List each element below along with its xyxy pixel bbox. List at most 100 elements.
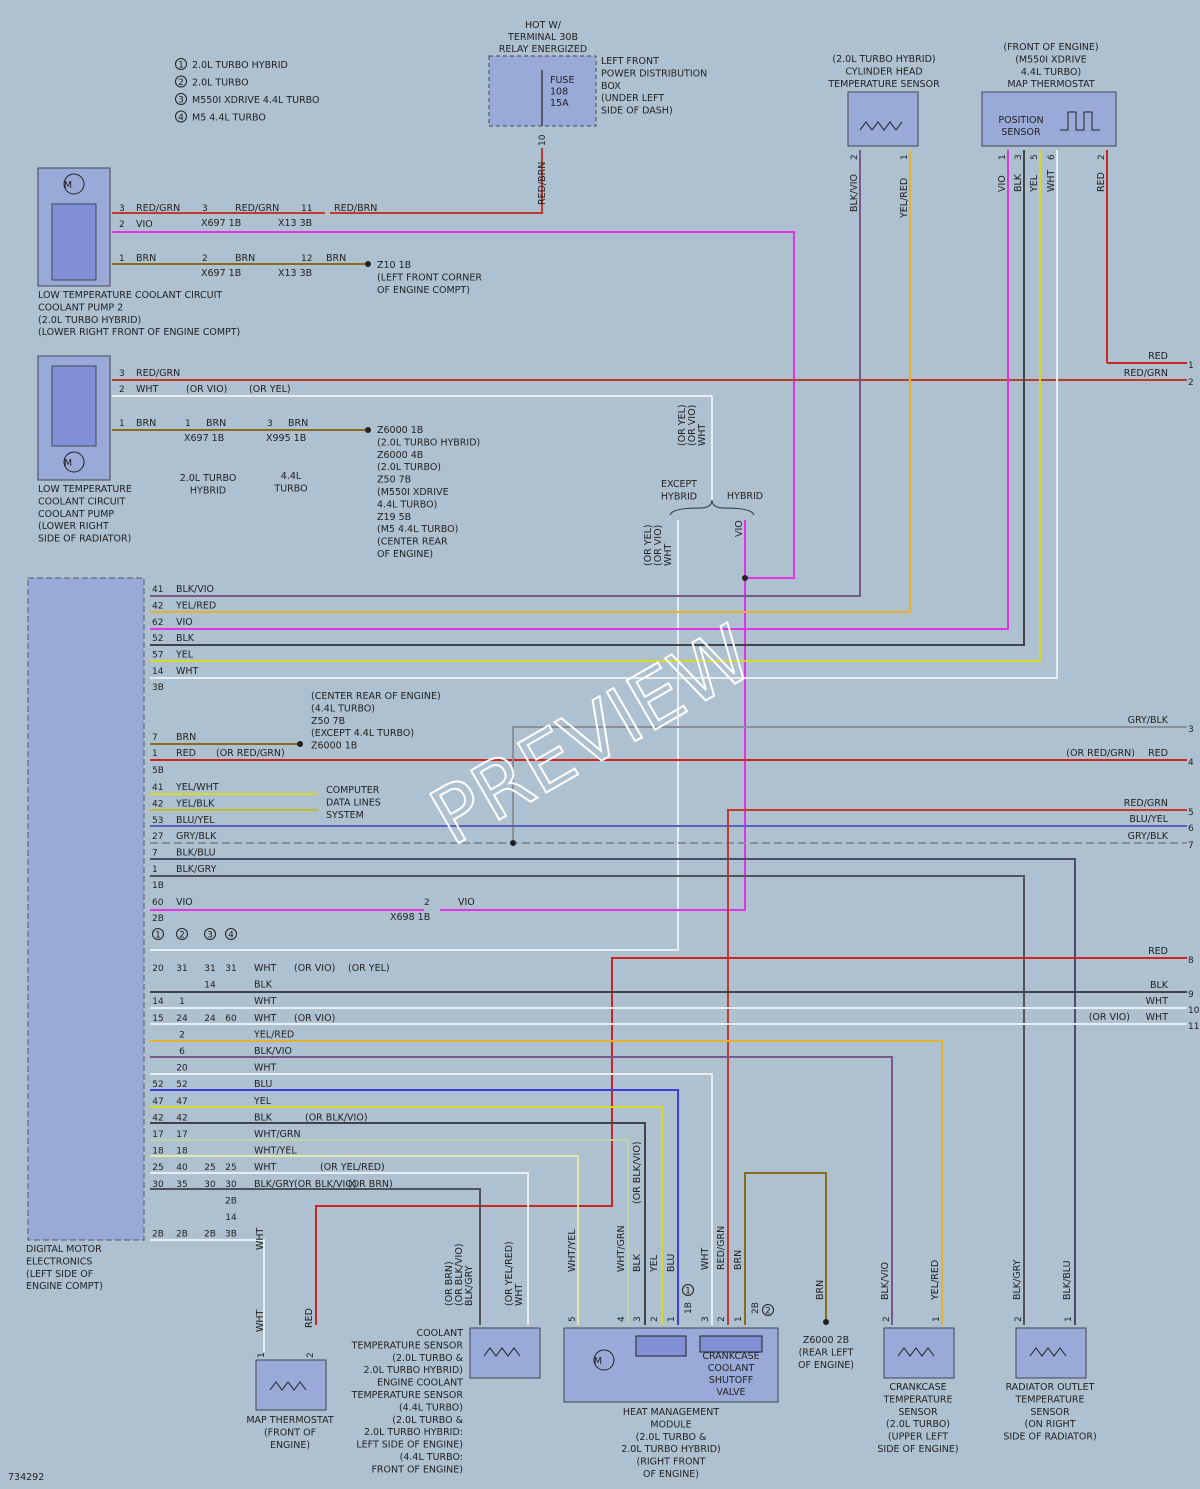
coolant-sensor-body: [469, 1327, 541, 1379]
legend-number-2-circle: [175, 93, 187, 105]
ground-z6000-1b-top: [365, 427, 371, 433]
dme-row-b-alt-1: (OR RED/GRN): [216, 748, 285, 759]
coolant-sensor-wire-2-1: WHT: [514, 1283, 525, 1306]
pump1-x995-note-line-0: 4.4L: [281, 471, 302, 482]
dme-grid-alt-0-0: (OR VIO): [294, 963, 335, 974]
map-thermostat-top-pin-1: 3: [1014, 154, 1024, 160]
pump1-ground-line-8: (M5 4.4L TURBO): [377, 524, 458, 535]
crankcase-sensor-wire-0: BLK/VIO: [880, 1262, 891, 1300]
dme-grid-r10-c0: 17: [152, 1130, 163, 1140]
dme-grid-wire-1: BLK: [254, 980, 273, 991]
radiator-sensor-pin-0: 2: [1014, 1316, 1024, 1322]
dme-row-c-wire-4: BLK/BLU: [176, 848, 216, 859]
wire-dme-62-vio: [150, 150, 1009, 630]
heat-module-valve-wire-0: WHT: [700, 1247, 711, 1270]
heat-module-conn-1b: 1B: [684, 1302, 694, 1314]
dme-grid-wire-5: BLK/VIO: [254, 1046, 292, 1057]
heat-module-wire-0: WHT/YEL: [567, 1229, 578, 1272]
dme-grid-wire-7: BLU: [254, 1079, 272, 1090]
dme-grid-wire-12: WHT: [254, 1162, 277, 1173]
coolant-sensor-desc-line-4: ENGINE COOLANT: [377, 1378, 463, 1389]
dme-grid-alt-12-0: (OR YEL/RED): [320, 1162, 385, 1173]
dme-grid-r13-c1: 35: [176, 1180, 187, 1190]
crankcase-sensor-desc-line-4: (UPPER LEFT: [888, 1432, 948, 1443]
pump1-x697-note-line-1: HYBRID: [190, 485, 226, 496]
fuse-label-line-1: 108: [550, 87, 568, 98]
except-hybrid-brace: [669, 499, 755, 516]
dme-computer-data-line-0: COMPUTER: [326, 785, 380, 796]
map-thermostat-top-pin-0: 1: [998, 154, 1008, 160]
map-thermostat-top-wire-4: RED: [1096, 172, 1107, 192]
heat-module-valve-label-line-1: COOLANT: [708, 1363, 755, 1374]
dme-grid-r12-c2: 25: [204, 1163, 215, 1173]
dme-grid-wire-4: YEL/RED: [253, 1029, 294, 1040]
split-right-wire: VIO: [734, 520, 745, 537]
dme-grid-r3-c2: 24: [204, 1014, 216, 1024]
pump2-motor-letter: M: [64, 180, 72, 191]
wire-grid-yel: [150, 1106, 663, 1325]
split-top-wire-2: WHT: [697, 423, 708, 446]
cht-sensor-title-line-0: (2.0L TURBO HYBRID): [832, 54, 935, 65]
pump1-desc-line-0: LOW TEMPERATURE: [38, 484, 132, 495]
fuse-label-line-0: FUSE: [550, 75, 574, 86]
dme-grid-r12-c3: 25: [225, 1163, 236, 1173]
heat-module-motor-icon: [593, 1349, 615, 1371]
wire-grid-blk-42: [150, 1122, 646, 1325]
dme-row-b-wire-0: BRN: [176, 732, 196, 743]
heat-module-desc-line-4: (RIGHT FRONT: [637, 1457, 706, 1468]
dme-row-a-wire-2: VIO: [176, 617, 193, 628]
pump2-wire-brn: BRN: [136, 253, 156, 264]
map-thermostat-top-wire-2: YEL: [1029, 174, 1040, 193]
map-thermostat-top-pin-2: 5: [1030, 154, 1040, 160]
coolant-sensor-desc-line-6: (4.4L TURBO): [399, 1402, 463, 1413]
pump2-x697-wire-1: BRN: [235, 253, 255, 264]
wire-grid-wht-20: [150, 1073, 713, 1325]
dme-col-circle-1-circle: [176, 928, 188, 940]
pump2-desc-line-1: COOLANT PUMP 2: [38, 302, 123, 313]
dme-grid-r16-c0: 2B: [152, 1230, 164, 1240]
wire-grid-yelred: [150, 1040, 943, 1325]
dme-row-a-pin-2: 62: [152, 618, 163, 628]
pump1-x995-name: X995 1B: [266, 433, 306, 444]
dme-ground-b-line-2: Z50 7B: [311, 716, 345, 727]
legend-text-2: M550I XDRIVE 4.4L TURBO: [192, 95, 320, 106]
map-thermostat-top-body: [981, 91, 1117, 147]
heat-module-circle-2: 2: [765, 1307, 771, 1317]
dme-x698-pin: 2: [424, 898, 430, 908]
pump1-x697-note-line-0: 2.0L TURBO: [180, 473, 237, 484]
right-edge-num-4: 5: [1188, 808, 1194, 818]
dme-row-c-pin-2: 53: [152, 816, 163, 826]
pump2-ground-line-0: Z10 1B: [377, 260, 411, 271]
dme-col-circle-2-circle: [204, 928, 216, 940]
dme-grid-wire-8: YEL: [253, 1096, 272, 1107]
pump2-ground-line-1: (LEFT FRONT CORNER: [377, 272, 482, 283]
right-edge-num-8: 9: [1188, 990, 1194, 1000]
coolant-sensor-desc-line-0: COOLANT: [416, 1328, 463, 1339]
pump1-desc-line-2: COOLANT PUMP: [38, 509, 114, 520]
wire-dme-14-wht: [150, 150, 1058, 679]
right-edge-wire-6: GRY/BLK: [1128, 831, 1169, 842]
radiator-sensor-desc-line-4: SIDE OF RADIATOR): [1003, 1432, 1096, 1443]
dme-col-circle-3: 4: [228, 931, 234, 941]
pump2-x13-name-2: X13 3B: [278, 268, 312, 279]
wire-grid-blkgry: [150, 1188, 481, 1325]
heat-module-wire-2: BLK: [632, 1253, 643, 1272]
pump1-motor-icon: [63, 451, 85, 473]
heat-module-pin-3: 2: [650, 1316, 660, 1322]
coolant-sensor-desc-line-10: (4.4L TURBO:: [400, 1452, 463, 1463]
cht-sensor-pin-0: 2: [850, 154, 860, 160]
dme-grid-r12-c0: 25: [152, 1163, 163, 1173]
heat-module-wire-4: BLU: [666, 1254, 677, 1272]
split-left-wire-1: (OR VIO): [653, 525, 664, 566]
dme-row-c-pin-1: 42: [152, 799, 163, 809]
right-edge-wire-4: RED/GRN: [1124, 798, 1168, 809]
pump1-pin-1: 2: [119, 385, 125, 395]
heat-module-desc-line-2: (2.0L TURBO &: [636, 1432, 707, 1443]
legend-number-3: 4: [178, 113, 184, 123]
dme-grid-r1-c2: 14: [204, 981, 216, 991]
dme-row-b-wire-1: RED: [176, 748, 196, 759]
dme-conn-1b: 1B: [152, 881, 164, 891]
cht-sensor-title-line-1: CYLINDER HEAD: [845, 66, 922, 77]
map-thermostat-bottom-wire-1: RED: [304, 1308, 315, 1328]
fuse-header-line-0: HOT W/: [525, 20, 562, 31]
